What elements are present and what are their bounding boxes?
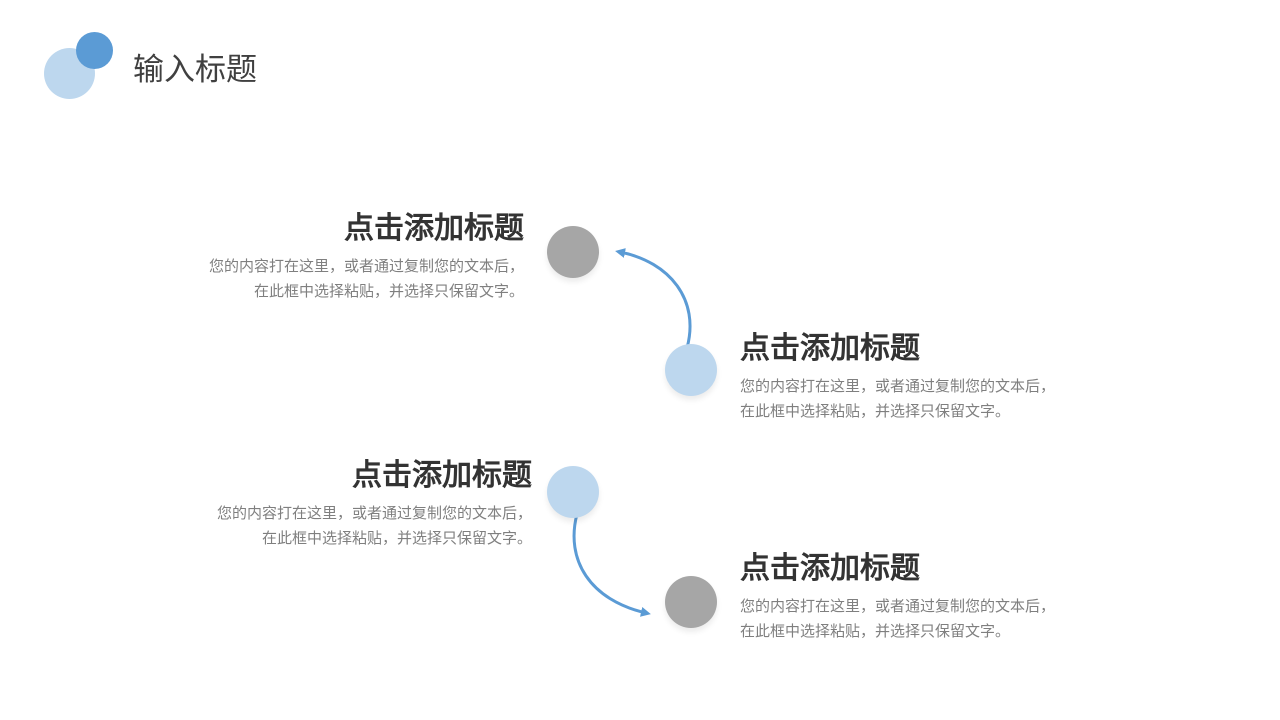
block-desc-line-1: 您的内容打在这里，或者通过复制您的文本后， bbox=[740, 377, 1056, 395]
node-2 bbox=[665, 344, 717, 396]
page-title: 输入标题 bbox=[133, 52, 257, 88]
block-title: 点击添加标题 bbox=[352, 458, 532, 493]
arrow-upper bbox=[615, 248, 692, 349]
block-desc-line-2: 在此框中选择粘贴，并选择只保留文字。 bbox=[740, 622, 1011, 640]
text-block-3: 点击添加标题 您的内容打在这里，或者通过复制您的文本后， 在此框中选择粘贴，并选… bbox=[217, 455, 532, 551]
text-block-2: 点击添加标题 您的内容打在这里，或者通过复制您的文本后， 在此框中选择粘贴，并选… bbox=[740, 328, 1055, 424]
node-3 bbox=[547, 466, 599, 518]
block-desc-line-1: 您的内容打在这里，或者通过复制您的文本后， bbox=[740, 597, 1056, 615]
text-block-4: 点击添加标题 您的内容打在这里，或者通过复制您的文本后， 在此框中选择粘贴，并选… bbox=[740, 548, 1055, 644]
block-desc-line-2: 在此框中选择粘贴，并选择只保留文字。 bbox=[253, 282, 524, 300]
block-desc-line-1: 您的内容打在这里，或者通过复制您的文本后， bbox=[216, 504, 532, 522]
block-desc-line-2: 在此框中选择粘贴，并选择只保留文字。 bbox=[261, 529, 532, 547]
block-desc-line-2: 在此框中选择粘贴，并选择只保留文字。 bbox=[740, 402, 1011, 420]
node-1 bbox=[547, 226, 599, 278]
logo-circle-small bbox=[76, 32, 113, 69]
node-4 bbox=[665, 576, 717, 628]
arrow-lower bbox=[572, 513, 651, 617]
block-title: 点击添加标题 bbox=[740, 331, 920, 366]
block-title: 点击添加标题 bbox=[344, 211, 524, 246]
block-desc-line-1: 您的内容打在这里，或者通过复制您的文本后， bbox=[208, 257, 524, 275]
block-title: 点击添加标题 bbox=[740, 551, 920, 586]
text-block-1: 点击添加标题 您的内容打在这里，或者通过复制您的文本后， 在此框中选择粘贴，并选… bbox=[209, 208, 524, 304]
